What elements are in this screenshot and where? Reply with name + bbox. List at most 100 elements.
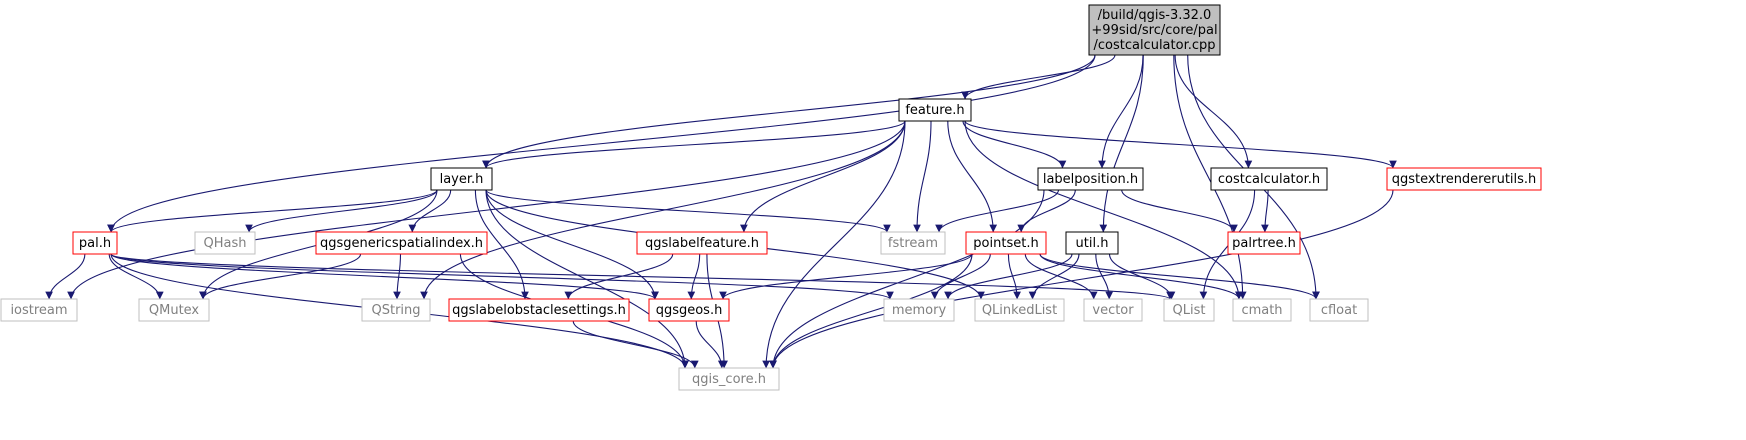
node-box-feature <box>898 98 972 122</box>
edge-qgsgenericspatialindex-to-qmutex <box>199 253 362 300</box>
node-box-pointset <box>965 231 1047 255</box>
edge-pal-to-qgsgeos <box>110 253 659 300</box>
node-box-cmath <box>1232 298 1292 322</box>
edge-qgslabelobstaclesettings-to-qgis_core <box>572 320 699 369</box>
node-cfloat: cfloat <box>1309 298 1369 322</box>
node-label-qgis_core: qgis_core.h <box>692 372 766 387</box>
node-util[interactable]: util.h <box>1065 231 1119 255</box>
node-box-root <box>1088 4 1221 56</box>
node-box-memory <box>883 298 955 322</box>
edge-layer-to-pal <box>107 189 438 233</box>
edge-pal-to-iostream <box>45 253 86 300</box>
node-qmutex: QMutex <box>138 298 210 322</box>
edge-pointset-to-cfloat <box>1039 253 1320 300</box>
node-qlist: QList <box>1163 298 1215 322</box>
edge-util-to-memory <box>944 253 1073 300</box>
file-nodes: /build/qgis-3.32.0+99sid/src/core/pal/co… <box>0 4 1542 391</box>
node-root[interactable]: /build/qgis-3.32.0+99sid/src/core/pal/co… <box>1088 4 1221 56</box>
node-box-qmutex <box>138 298 210 322</box>
node-costcalculator[interactable]: costcalculator.h <box>1210 167 1328 191</box>
edge-feature-to-qgslabelfeature <box>740 120 906 233</box>
node-label-qhash: QHash <box>204 236 247 251</box>
node-qlinkedlist: QLinkedList <box>974 298 1065 322</box>
edge-util-to-vector <box>1095 253 1114 300</box>
node-pointset[interactable]: pointset.h <box>965 231 1047 255</box>
dependency-edges <box>45 54 1397 369</box>
node-box-qgslabelobstaclesettings <box>448 298 630 322</box>
edge-pointset-to-memory <box>930 253 991 300</box>
edge-root-to-costcalculator <box>1174 54 1253 169</box>
node-label-vector: vector <box>1092 303 1134 318</box>
edge-feature-to-iostream <box>67 120 906 300</box>
node-qstring: QString <box>361 298 431 322</box>
node-pal[interactable]: pal.h <box>72 231 118 255</box>
node-label-qstring: QString <box>371 303 420 318</box>
edge-pointset-to-qgis_core <box>769 253 973 369</box>
node-label-palrtree: palrtree.h <box>1232 236 1296 251</box>
node-fstream: fstream <box>880 231 946 255</box>
edge-feature-to-layer <box>482 120 906 169</box>
edge-labelposition-to-fstream <box>935 189 1060 233</box>
edge-qgstextrendererutils-to-qgis_core <box>769 189 1394 369</box>
node-label-pointset: pointset.h <box>973 236 1038 251</box>
edge-layer-to-qhash <box>245 189 438 233</box>
node-box-qstring <box>361 298 431 322</box>
node-box-qhash <box>194 231 256 255</box>
edge-qgsgenericspatialindex-to-qstring <box>393 253 402 300</box>
node-palrtree[interactable]: palrtree.h <box>1227 231 1301 255</box>
node-box-qgstextrendererutils <box>1386 167 1542 191</box>
node-label-qmutex: QMutex <box>149 303 200 318</box>
edge-feature-to-qgstextrendererutils <box>964 120 1397 169</box>
node-label-qgslabelfeature: qgslabelfeature.h <box>645 236 759 251</box>
node-label-memory: memory <box>892 303 947 318</box>
node-box-labelposition <box>1037 167 1144 191</box>
node-layer[interactable]: layer.h <box>430 167 493 191</box>
node-qgsgeos[interactable]: qgsgeos.h <box>648 298 730 322</box>
edge-costcalculator-to-palrtree <box>1261 189 1269 233</box>
edge-layer-to-fstream <box>485 189 891 233</box>
node-qgsgenericspatialindex[interactable]: qgsgenericspatialindex.h <box>315 231 488 255</box>
node-qgslabelobstaclesettings[interactable]: qgslabelobstaclesettings.h <box>448 298 630 322</box>
node-label-costcalculator: costcalculator.h <box>1218 172 1320 187</box>
node-box-qgslabelfeature <box>636 231 768 255</box>
edge-root-to-layer <box>482 54 1096 169</box>
node-box-iostream <box>0 298 78 322</box>
edge-pal-to-memory <box>110 253 894 300</box>
node-label-qgsgeos: qgsgeos.h <box>656 303 723 318</box>
edge-labelposition-to-pointset <box>1017 189 1076 233</box>
edge-feature-to-labelposition <box>962 120 1067 169</box>
node-label-root: /build/qgis-3.32.0 <box>1098 8 1212 23</box>
edge-qgslabelfeature-to-qgsgeos <box>687 253 701 300</box>
node-box-costcalculator <box>1210 167 1328 191</box>
node-label-qgsgenericspatialindex: qgsgenericspatialindex.h <box>320 236 483 251</box>
node-qgstextrendererutils[interactable]: qgstextrendererutils.h <box>1386 167 1542 191</box>
node-label-iostream: iostream <box>10 303 67 318</box>
edge-pointset-to-vector <box>1024 253 1098 300</box>
node-label-layer: layer.h <box>440 172 484 187</box>
node-box-qgsgenericspatialindex <box>315 231 488 255</box>
edge-root-to-labelposition <box>1098 54 1144 169</box>
edge-root-to-util <box>1099 54 1144 233</box>
node-box-qlist <box>1163 298 1215 322</box>
node-box-qlinkedlist <box>974 298 1065 322</box>
node-label-root: +99sid/src/core/pal <box>1091 23 1217 38</box>
node-iostream: iostream <box>0 298 78 322</box>
node-box-qgsgeos <box>648 298 730 322</box>
edge-root-to-feature <box>961 54 1116 100</box>
node-label-root: /costcalculator.cpp <box>1093 38 1215 53</box>
node-memory: memory <box>883 298 955 322</box>
edge-pal-to-qmutex <box>108 253 164 300</box>
edge-feature-to-qgis_core <box>762 120 906 369</box>
node-label-pal: pal.h <box>79 236 111 251</box>
node-feature[interactable]: feature.h <box>898 98 972 122</box>
node-box-layer <box>430 167 493 191</box>
node-qgslabelfeature[interactable]: qgslabelfeature.h <box>636 231 768 255</box>
edge-util-to-qlist <box>1108 253 1176 300</box>
node-box-util <box>1065 231 1119 255</box>
node-label-fstream: fstream <box>888 236 938 251</box>
edge-feature-to-cmath <box>964 120 1243 300</box>
node-labelposition[interactable]: labelposition.h <box>1037 167 1144 191</box>
node-label-qgslabelobstaclesettings: qgslabelobstaclesettings.h <box>452 303 626 318</box>
node-box-qgis_core <box>678 367 780 391</box>
node-label-cfloat: cfloat <box>1321 303 1357 318</box>
